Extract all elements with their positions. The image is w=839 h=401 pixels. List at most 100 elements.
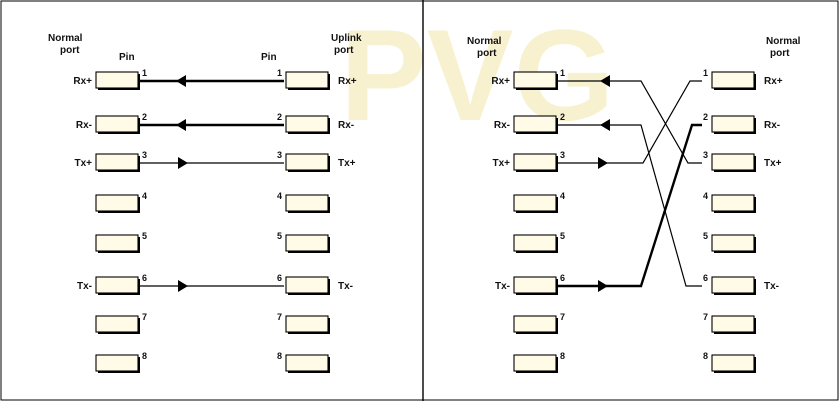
right-pin-number: 5: [277, 231, 282, 241]
cross-right-signal-label: Tx+: [764, 158, 782, 169]
cross-left-connector-box: [513, 115, 557, 133]
cross-left-header-line2: port: [477, 48, 497, 59]
cross-right-connector-box: [711, 194, 755, 212]
right-connector-box: [285, 234, 329, 252]
arrow-pin1: [176, 75, 186, 87]
right-signal-label: Tx-: [338, 281, 353, 292]
cross-left-pin-number: 8: [560, 351, 565, 361]
cross-right-connector-box: [711, 276, 755, 294]
cross-left-connector-box: [513, 194, 557, 212]
arrow-l1: [600, 75, 610, 87]
cross-right-connector-box: [711, 71, 755, 89]
cross-right-pin-number: 2: [703, 112, 708, 122]
cross-right-connector-box: [711, 115, 755, 133]
right-header-line1: Uplink: [331, 33, 362, 44]
left-pin-number: 4: [142, 191, 147, 201]
right-pin-number: 6: [277, 273, 282, 283]
arrow-l6: [598, 280, 608, 292]
cross-left-header-line1: Normal: [467, 36, 502, 47]
wire-l2-r6: [558, 124, 702, 287]
cross-right-signal-label: Rx+: [764, 76, 783, 87]
right-signal-label: Rx+: [338, 76, 357, 87]
right-header-line2: port: [334, 45, 354, 56]
cross-left-connector-box: [513, 315, 557, 333]
cross-right-pin-number: 3: [703, 150, 708, 160]
right-signal-label: Rx-: [338, 120, 354, 131]
left-signal-label: Rx-: [76, 120, 92, 131]
right-connector-box: [285, 354, 329, 372]
cross-right-connector-box: [711, 234, 755, 252]
cross-right-pin-number: 7: [703, 312, 708, 322]
cross-left-signal-label: Tx+: [492, 158, 510, 169]
right-connector-box: [285, 153, 329, 171]
left-connector-box: [95, 354, 139, 372]
right-pin-number: 7: [277, 312, 282, 322]
arrow-pin3: [178, 157, 188, 169]
cross-right-connector-box: [711, 315, 755, 333]
left-pin-header: Pin: [119, 52, 135, 63]
cross-left-connector-box: [513, 234, 557, 252]
cross-right-pin-number: 6: [703, 273, 708, 283]
left-pin-number: 2: [142, 112, 147, 122]
cross-right-pin-number: 4: [703, 191, 708, 201]
wire-l1-r3: [558, 80, 702, 164]
watermark-text: PVG: [340, 2, 615, 148]
left-header-line2: port: [60, 45, 80, 56]
left-connector-box: [95, 276, 139, 294]
cross-left-signal-label: Rx+: [491, 76, 510, 87]
right-connector-box: [285, 315, 329, 333]
cross-right-pin-number: 1: [703, 68, 708, 78]
left-pin-number: 7: [142, 312, 147, 322]
wires-crossover: [558, 75, 702, 292]
right-pin-number: 8: [277, 351, 282, 361]
cross-left-connector-box: [513, 71, 557, 89]
cross-right-header-line2: port: [770, 48, 790, 59]
cross-right-header-line1: Normal: [766, 36, 801, 47]
wires-straight: [138, 75, 284, 292]
arrow-l2: [600, 119, 610, 131]
cross-right-pin-number: 5: [703, 231, 708, 241]
left-signal-label: Tx-: [77, 281, 92, 292]
right-pin-number: 4: [277, 191, 282, 201]
left-connector-box: [95, 315, 139, 333]
left-connector-box: [95, 115, 139, 133]
cross-left-connector-box: [513, 276, 557, 294]
cross-left-pin-number: 1: [560, 68, 565, 78]
left-signal-label: Tx+: [74, 158, 92, 169]
cross-left-pin-number: 2: [560, 112, 565, 122]
right-connector-box: [285, 194, 329, 212]
right-pin-number: 1: [277, 68, 282, 78]
cross-right-connector-box: [711, 153, 755, 171]
left-pin-number: 6: [142, 273, 147, 283]
arrow-l3: [598, 157, 608, 169]
cross-right-connector-box: [711, 354, 755, 372]
left-signal-label: Rx+: [73, 76, 92, 87]
cross-left-pin-number: 5: [560, 231, 565, 241]
right-pin-number: 3: [277, 150, 282, 160]
cross-left-pin-number: 3: [560, 150, 565, 160]
left-pin-number: 3: [142, 150, 147, 160]
cross-right-pin-number: 8: [703, 351, 708, 361]
right-pin-number: 2: [277, 112, 282, 122]
right-pin-header: Pin: [261, 52, 277, 63]
left-connector-box: [95, 234, 139, 252]
right-connector-box: [285, 115, 329, 133]
left-pin-number: 5: [142, 231, 147, 241]
cross-left-connector-box: [513, 354, 557, 372]
left-pin-number: 8: [142, 351, 147, 361]
cross-right-signal-label: Rx-: [764, 120, 780, 131]
left-connector-box: [95, 71, 139, 89]
left-connector-box: [95, 194, 139, 212]
cross-left-signal-label: Tx-: [495, 281, 510, 292]
arrow-pin6: [178, 280, 188, 292]
watermark: PVG: [340, 2, 615, 148]
left-connector-box: [95, 153, 139, 171]
cross-left-pin-number: 7: [560, 312, 565, 322]
cross-left-signal-label: Rx-: [494, 120, 510, 131]
arrow-pin2: [176, 119, 186, 131]
